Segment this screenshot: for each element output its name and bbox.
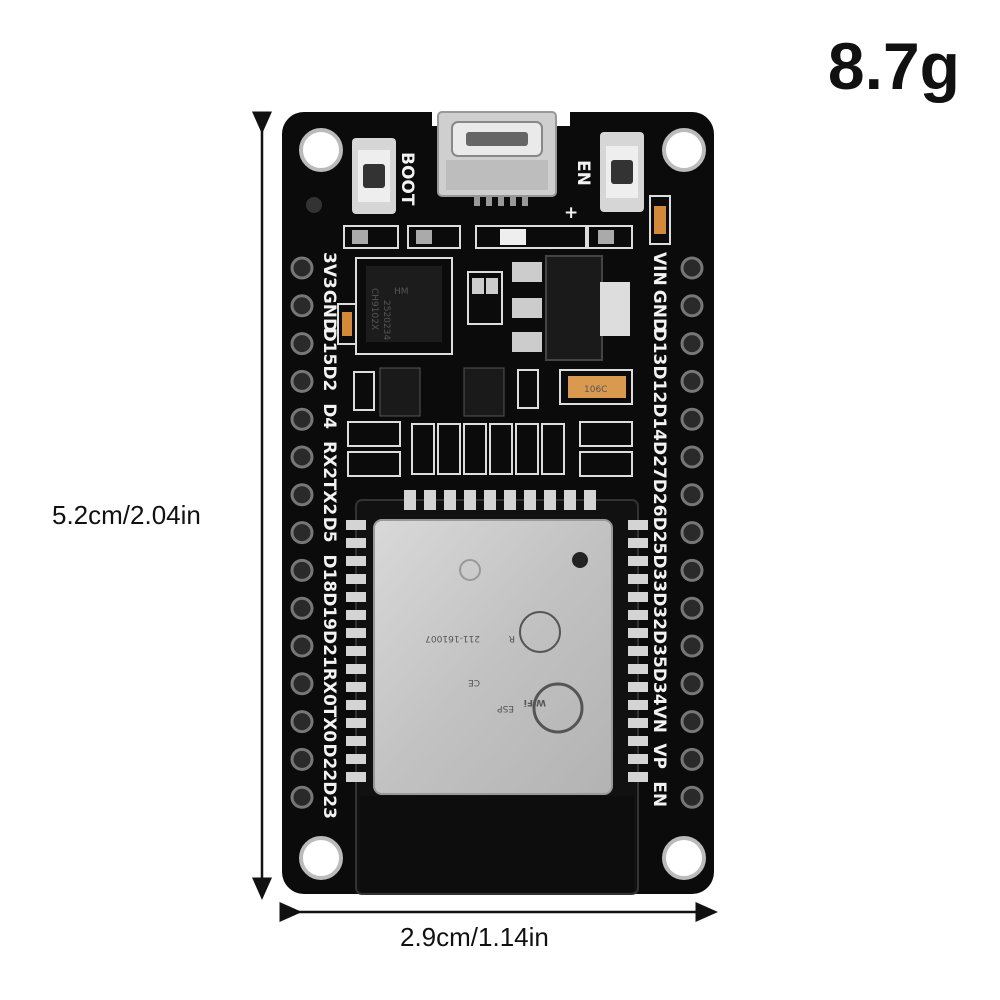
left-pin-label: GND — [319, 290, 339, 332]
left-pin-d22 — [290, 747, 314, 771]
usb-uart-chip: HM CH9102X 2520234 — [355, 257, 453, 355]
right-pin-label: D26 — [649, 479, 669, 517]
boot-button[interactable] — [352, 138, 396, 214]
module-esp-label: ESP — [497, 703, 514, 713]
left-pin-rx0 — [290, 672, 314, 696]
width-dimension-label: 2.9cm/1.14in — [400, 922, 549, 952]
right-pin-d32 — [680, 596, 704, 620]
voltage-regulator — [467, 255, 630, 361]
right-pin-label: VIN — [649, 252, 669, 286]
right-pin-d25 — [680, 521, 704, 545]
tantalum-capacitor: 106C — [559, 369, 633, 405]
micro-usb-port — [437, 111, 557, 206]
left-pin-label: RX0 — [319, 668, 339, 706]
left-pin-tx0 — [290, 710, 314, 734]
left-pin-label: TX2 — [319, 479, 339, 516]
left-pin-label: TX0 — [319, 706, 339, 743]
left-header-pins — [290, 256, 314, 809]
right-pin-label: D35 — [649, 630, 669, 668]
top-smd-components — [343, 195, 671, 249]
right-pin-label: D32 — [649, 592, 669, 630]
left-pin-label: D18 — [319, 554, 339, 592]
left-pin-label: D22 — [319, 743, 339, 781]
right-pin-label: VN — [649, 706, 669, 733]
right-pin-label: D12 — [649, 365, 669, 403]
right-pin-d35 — [680, 634, 704, 658]
en-label: EN — [573, 160, 593, 186]
right-pin-label: D25 — [649, 517, 669, 555]
weight-label: 8.7g — [827, 29, 960, 103]
module-fcc-id: 211-161007 — [425, 633, 480, 643]
left-pin-d2 — [290, 369, 314, 393]
left-pin-label: D15 — [319, 328, 339, 366]
left-pin-label: D5 — [319, 517, 339, 543]
chip-brand: HM — [394, 287, 409, 297]
right-pin-gnd — [680, 294, 704, 318]
module-r-mark: R — [509, 633, 515, 643]
right-pin-label: D33 — [649, 554, 669, 592]
boot-label: BOOT — [397, 152, 417, 206]
left-pin-label: RX2 — [319, 441, 339, 479]
left-pin-label: D4 — [319, 403, 339, 429]
right-pin-d14 — [680, 407, 704, 431]
left-pin-d23 — [290, 785, 314, 809]
left-pin-d18 — [290, 558, 314, 582]
right-pin-label: GND — [649, 290, 669, 332]
left-pin-d5 — [290, 521, 314, 545]
right-pin-label: EN — [649, 781, 669, 807]
left-pin-gnd — [290, 294, 314, 318]
right-pin-label: D34 — [649, 668, 669, 706]
right-pin-label: VP — [649, 743, 669, 769]
capacitor-label: 106C — [584, 385, 607, 395]
left-pin-d4 — [290, 407, 314, 431]
esp32-wroom-module: 211-161007 R CE WiFi ESP — [346, 490, 648, 895]
chip-model: CH9102X — [369, 288, 379, 330]
right-pin-d13 — [680, 332, 704, 356]
module-ce-mark: CE — [468, 677, 480, 687]
left-pin-d19 — [290, 596, 314, 620]
right-pin-en — [680, 785, 704, 809]
left-pin-tx2 — [290, 483, 314, 507]
left-pin-label: D2 — [319, 365, 339, 391]
plus-label: + — [564, 203, 578, 223]
right-pin-d33 — [680, 558, 704, 582]
left-pin-label: D23 — [319, 781, 339, 819]
right-pin-vp — [680, 747, 704, 771]
en-button[interactable] — [600, 132, 644, 212]
right-pin-d12 — [680, 369, 704, 393]
right-pin-d27 — [680, 445, 704, 469]
left-pin-labels: 3V3GNDD15D2D4RX2TX2D5D18D19D21RX0TX0D22D… — [319, 252, 339, 819]
smd-parts-middle — [337, 303, 633, 477]
right-pin-d26 — [680, 483, 704, 507]
right-pin-label: D27 — [649, 441, 669, 479]
chip-code: 2520234 — [381, 300, 391, 340]
left-pin-d15 — [290, 332, 314, 356]
left-pin-label: 3V3 — [319, 252, 339, 289]
right-header-pins — [680, 256, 704, 809]
right-pin-vn — [680, 710, 704, 734]
mounting-holes — [299, 128, 706, 880]
left-pin-label: D21 — [319, 630, 339, 668]
left-pin-3v3 — [290, 256, 314, 280]
module-wifi-logo: WiFi — [524, 697, 546, 707]
left-pin-d21 — [290, 634, 314, 658]
left-pin-label: D19 — [319, 592, 339, 630]
right-pin-vin — [680, 256, 704, 280]
height-dimension-label: 5.2cm/2.04in — [52, 500, 201, 530]
left-pin-rx2 — [290, 445, 314, 469]
right-pin-label: D14 — [649, 403, 669, 441]
right-pin-label: D13 — [649, 328, 669, 366]
right-pin-d34 — [680, 672, 704, 696]
